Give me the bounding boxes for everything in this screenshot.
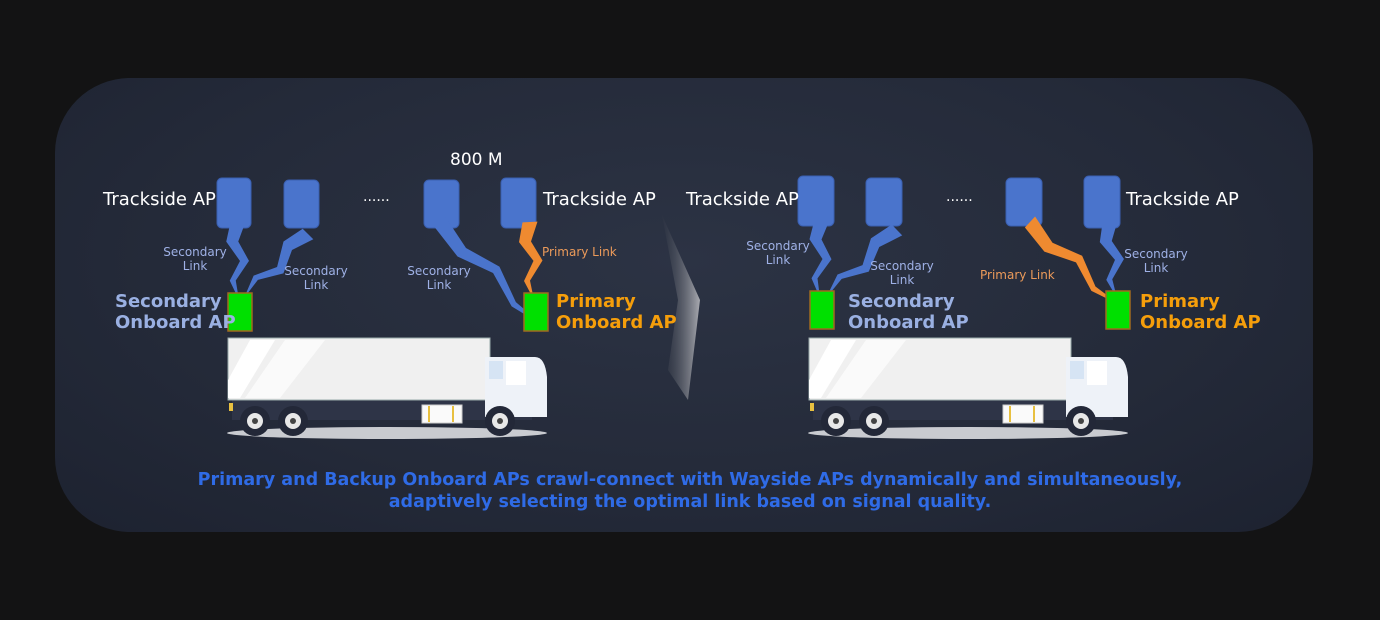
primary-link-label: Primary Link xyxy=(542,245,617,259)
wireless-link-bolt xyxy=(434,216,544,326)
wireless-link-bolt xyxy=(826,224,903,298)
trackside-ap-icon xyxy=(500,177,537,229)
label-line: Primary xyxy=(556,291,636,312)
secondary-link-label: Secondary Link xyxy=(1124,247,1188,275)
trackside-ap-label: Trackside AP xyxy=(686,189,799,210)
transition-arrow-icon xyxy=(662,215,700,400)
label-line: Onboard AP xyxy=(848,312,969,333)
label-line: Primary xyxy=(1140,291,1220,312)
onboard-ap-icon xyxy=(523,292,549,332)
trackside-ap-icon xyxy=(865,177,903,227)
trackside-ap-icon xyxy=(797,175,835,227)
caption-line-2: adaptively selecting the optimal link ba… xyxy=(388,492,992,512)
trackside-ap-label: Trackside AP xyxy=(1126,189,1239,210)
trackside-ap-label: Trackside AP xyxy=(103,189,216,210)
secondary-link-label: Secondary Link xyxy=(746,239,810,267)
trackside-ap-icon xyxy=(1083,175,1121,229)
primary-link-label: Primary Link xyxy=(980,268,1055,282)
onboard-ap-icon xyxy=(227,292,253,332)
secondary-link-label: Secondary Link xyxy=(870,259,934,287)
label-line: Onboard AP xyxy=(1140,312,1261,333)
trackside-ap-label: Trackside AP xyxy=(543,189,656,210)
trackside-ap-icon xyxy=(1005,177,1043,227)
trackside-ap-icon xyxy=(216,177,252,229)
ellipsis: ...... xyxy=(946,189,973,205)
label-line: Onboard AP xyxy=(115,312,236,333)
wireless-link-bolt xyxy=(809,219,832,298)
wireless-link-bolt xyxy=(244,228,314,298)
wireless-link-bolt xyxy=(519,221,543,300)
label-line: Onboard AP xyxy=(556,312,677,333)
secondary-link-label: Secondary Link xyxy=(284,264,348,292)
truck-left xyxy=(226,337,548,440)
truck-right xyxy=(807,337,1129,440)
onboard-ap-icon xyxy=(809,290,835,330)
wireless-link-bolt xyxy=(1024,216,1120,305)
secondary-link-label: Secondary Link xyxy=(163,245,227,273)
label-line: Secondary xyxy=(848,291,955,312)
ellipsis: ...... xyxy=(363,189,390,205)
caption-line-1: Primary and Backup Onboard APs crawl-con… xyxy=(197,470,1183,490)
wireless-link-bolt xyxy=(226,221,249,300)
distance-label: 800 M xyxy=(450,150,503,170)
secondary-link-label: Secondary Link xyxy=(407,264,471,292)
onboard-ap-icon xyxy=(1105,290,1131,330)
trackside-ap-icon xyxy=(283,179,320,229)
wireless-link-bolt xyxy=(1099,221,1124,298)
label-line: Secondary xyxy=(115,291,222,312)
